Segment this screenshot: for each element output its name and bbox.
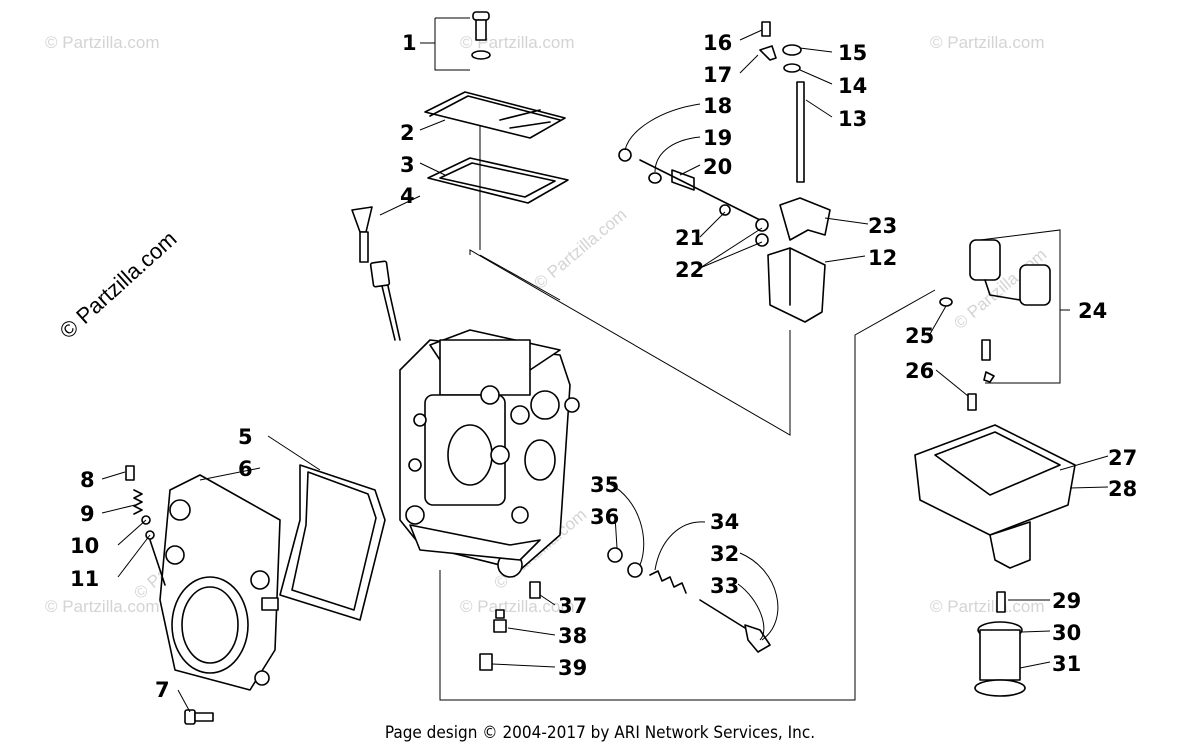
parts-32-36-pilot-screw [607,547,771,653]
parts-27-28-float-bowl [914,424,1076,569]
callout-16: 16 [703,31,732,55]
page-credit: Page design © 2004-2017 by ARI Network S… [385,723,815,743]
parts-24-26-float-assembly [939,239,1051,411]
callout-36: 36 [590,505,619,529]
parts-8-11-air-screw [125,465,166,586]
leader-lines [101,17,1109,713]
callout-2: 2 [400,121,415,145]
callout-7: 7 [155,678,170,702]
callout-33: 33 [710,574,739,598]
callout-11: 11 [70,567,99,591]
part-2-top-cover [424,91,566,139]
callout-23: 23 [868,214,897,238]
callout-4: 4 [400,184,415,208]
callout-18: 18 [703,94,732,118]
part-1-screw [471,11,491,60]
callout-27: 27 [1108,446,1137,470]
part-6-intake-flange [159,474,281,691]
parts-12-23-slide-assembly [618,21,831,323]
part-5-gasket [279,464,386,621]
callout-37: 37 [558,594,587,618]
callout-30: 30 [1052,621,1081,645]
callout-38: 38 [558,624,587,648]
callout-24: 24 [1078,299,1107,323]
callout-21: 21 [675,226,704,250]
callout-22: 22 [675,258,704,282]
parts-37-39-jets [479,581,541,671]
watermark-bottom-left: © Partzilla.com [45,597,160,616]
callout-labels: 1 2 3 4 5 6 7 8 9 10 11 12 13 14 15 16 1… [70,31,1137,702]
callout-14: 14 [838,74,867,98]
callout-9: 9 [80,502,95,526]
callout-25: 25 [905,324,934,348]
callout-35: 35 [590,473,619,497]
part-4-choke-plunger [351,206,401,341]
callout-5: 5 [238,425,253,449]
assembly-guide-lines [439,100,936,701]
watermark-side: © Partzilla.com [55,226,182,344]
callout-29: 29 [1052,589,1081,613]
callout-28: 28 [1108,477,1137,501]
parts-29-31-drain-plug [974,591,1026,697]
watermark-bottom-right: © Partzilla.com [930,597,1045,616]
callout-13: 13 [838,107,867,131]
callout-3: 3 [400,153,415,177]
carburetor-body [399,329,580,578]
callout-1: 1 [402,31,417,55]
callout-34: 34 [710,510,739,534]
callout-26: 26 [905,359,934,383]
watermark-top-center: © Partzilla.com [460,33,575,52]
callout-10: 10 [70,534,99,558]
callout-32: 32 [710,542,739,566]
watermark-top-left: © Partzilla.com [45,33,160,52]
callout-12: 12 [868,246,897,270]
callout-20: 20 [703,155,732,179]
callout-6: 6 [238,457,253,481]
watermark-diagonal-center: © Partzilla.com [530,205,630,293]
watermark-bottom-center: © Partzilla.com [460,597,575,616]
callout-15: 15 [838,41,867,65]
callout-19: 19 [703,126,732,150]
callout-31: 31 [1052,652,1081,676]
part-7-screw [184,709,214,725]
watermark-top-right: © Partzilla.com [930,33,1045,52]
callout-17: 17 [703,63,732,87]
callout-8: 8 [80,468,95,492]
callout-39: 39 [558,656,587,680]
part-3-gasket [427,157,569,204]
